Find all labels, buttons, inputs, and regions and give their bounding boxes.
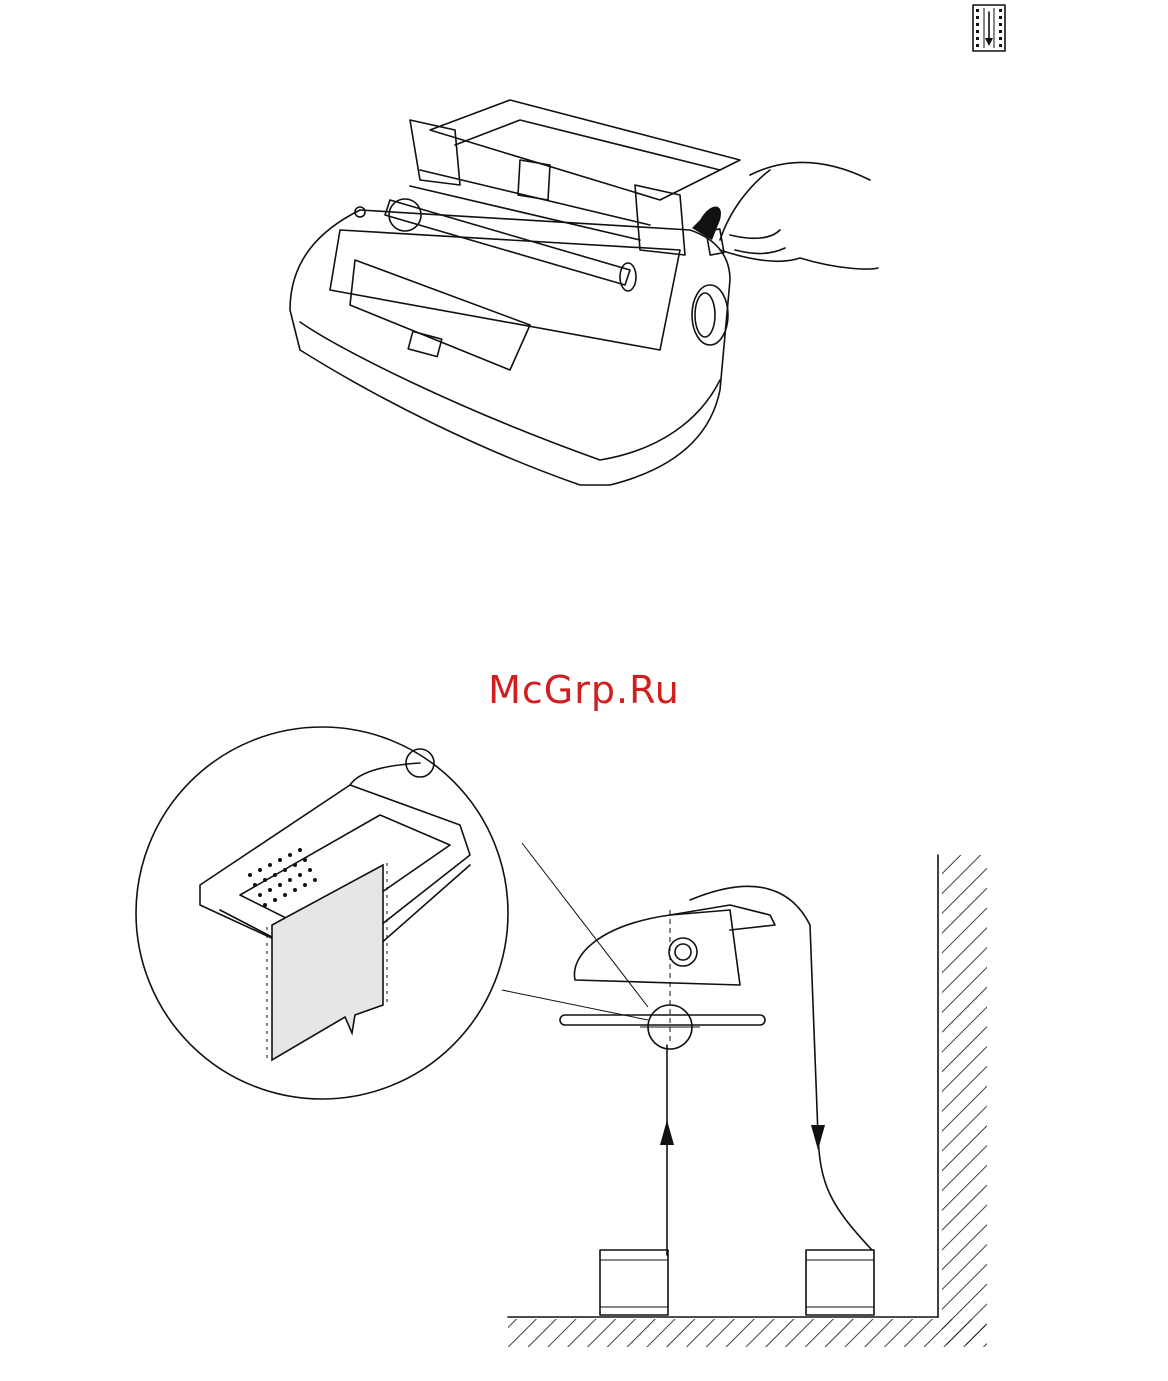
watermark-text: McGrp.Ru <box>0 668 1168 712</box>
paper-feed-direction-icon <box>972 4 1008 54</box>
printer-tractor-lever-illustration <box>280 90 890 490</box>
bottom-feed-paper-path-diagram <box>130 715 1000 1355</box>
